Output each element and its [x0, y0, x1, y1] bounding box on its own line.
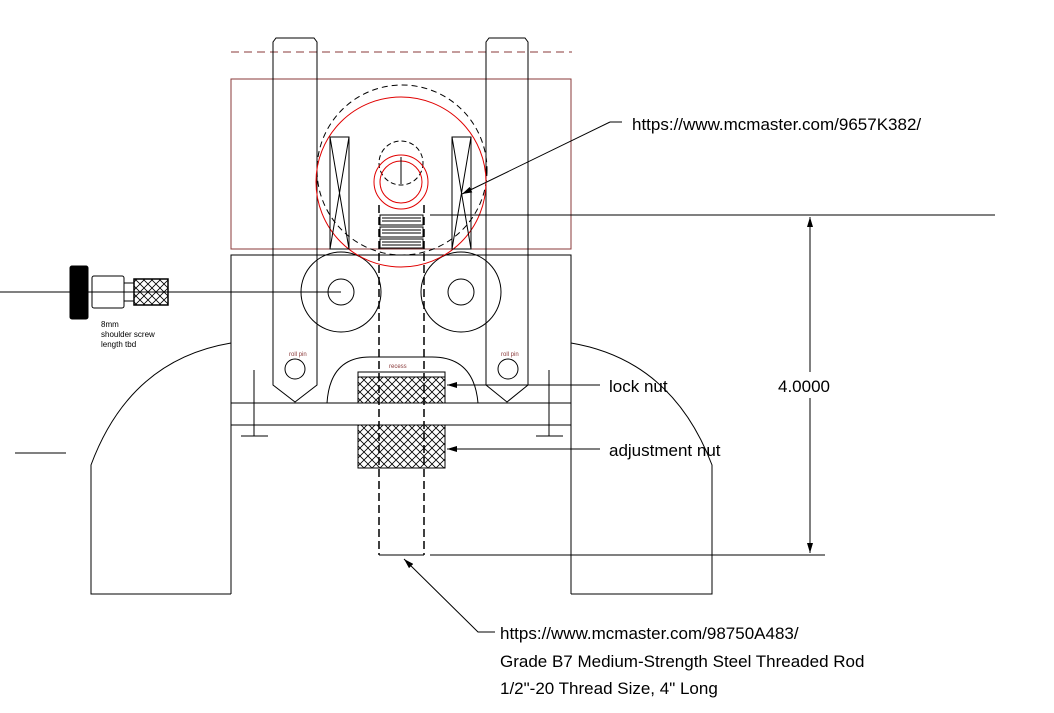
left-guide-pin — [272, 37, 318, 403]
dashed-pulley — [316, 84, 488, 256]
adjustment-nut-label: adjustment nut — [609, 441, 721, 460]
right-arch — [570, 342, 713, 595]
lock-nut-label: lock nut — [609, 377, 668, 396]
rod-description-1: Grade B7 Medium-Strength Steel Threaded … — [500, 652, 864, 671]
right-roller — [420, 251, 502, 333]
right-roll-pin — [497, 358, 519, 380]
lock-nut — [357, 376, 446, 404]
adjustment-nut — [357, 424, 446, 469]
screw-note-2: shoulder screw — [101, 330, 155, 339]
recess-label: recess — [389, 364, 407, 370]
right-guide-pin — [485, 37, 529, 403]
dimension-value: 4.0000 — [778, 377, 830, 396]
upper-plate — [230, 78, 572, 250]
recess-arch — [326, 356, 479, 404]
thread-lines — [379, 214, 424, 249]
rod-description-2: 1/2"-20 Thread Size, 4" Long — [500, 679, 718, 698]
left-roll-pin — [284, 358, 306, 380]
red-bore-outer — [373, 154, 429, 210]
bearing-link-text[interactable]: https://www.mcmaster.com/9657K382/ — [632, 115, 921, 134]
left-bearing — [329, 136, 350, 250]
bearing-leader — [461, 121, 611, 195]
shoulder-screw-icon — [69, 265, 169, 320]
screw-note-3: length tbd — [101, 340, 136, 349]
roll-pin-label-right: roll pin — [501, 352, 519, 358]
roll-pin-label-left: roll pin — [289, 352, 307, 358]
rod-link-text[interactable]: https://www.mcmaster.com/98750A483/ — [500, 624, 799, 643]
screw-note-1: 8mm — [101, 320, 119, 329]
left-arch — [90, 342, 232, 595]
rod-leader — [403, 558, 495, 633]
